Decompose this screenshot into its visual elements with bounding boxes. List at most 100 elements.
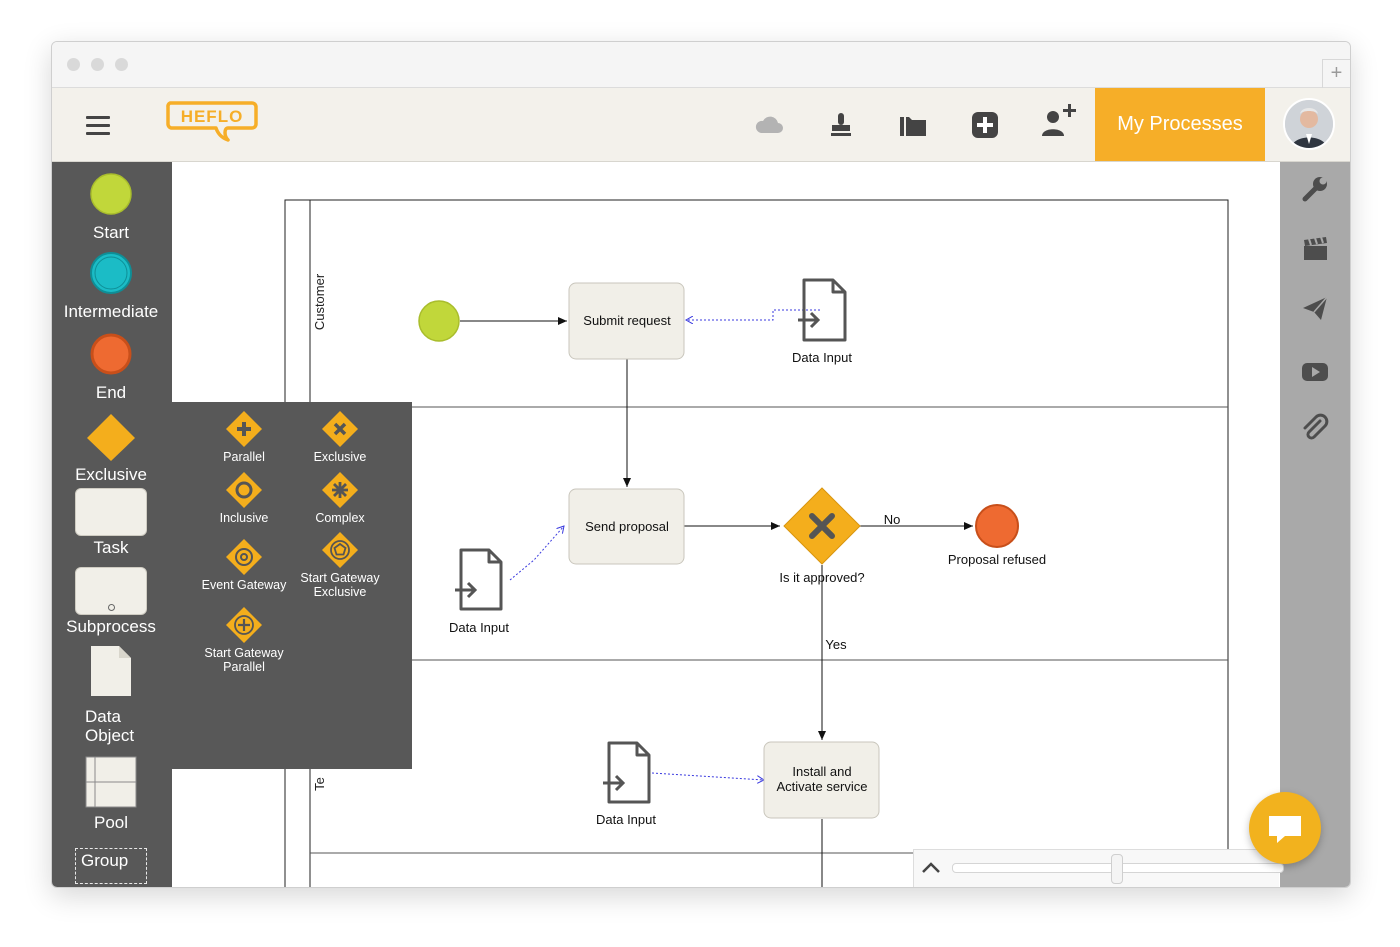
gateway-option-event[interactable]: Event Gateway xyxy=(194,538,294,592)
hamburger-menu-icon[interactable] xyxy=(86,116,110,136)
task-install-label-2: Activate service xyxy=(776,779,867,794)
gateway-option-start-parallel[interactable]: Start Gateway Parallel xyxy=(194,606,294,674)
data-input-object-1[interactable]: Data Input xyxy=(792,278,852,365)
my-processes-button[interactable]: My Processes xyxy=(1095,88,1265,161)
pool-shape-icon xyxy=(85,756,137,808)
zoom-slider-handle[interactable] xyxy=(1111,854,1123,884)
task-install-activate[interactable]: Install and Activate service xyxy=(763,741,880,819)
gateway-option-start-exclusive-label-2: Exclusive xyxy=(313,585,367,599)
gateway-option-complex[interactable]: Complex xyxy=(290,471,390,525)
end-event-label: Proposal refused xyxy=(948,552,1046,567)
palette-intermediate-label: Intermediate xyxy=(63,302,159,321)
svg-text:HEFLO: HEFLO xyxy=(181,107,244,126)
palette-subprocess[interactable]: Subprocess xyxy=(52,567,170,637)
exclusive-gateway-icon xyxy=(322,411,358,447)
zoom-control-bar xyxy=(913,849,1284,887)
gateway-option-parallel[interactable]: Parallel xyxy=(194,410,294,464)
gateway-option-inclusive-label: Inclusive xyxy=(219,511,269,525)
lane-label-partial: Te xyxy=(312,777,327,791)
palette-start[interactable]: Start xyxy=(52,172,170,243)
paper-plane-icon[interactable] xyxy=(1300,293,1330,323)
wrench-icon[interactable] xyxy=(1300,174,1330,204)
folder-icon[interactable] xyxy=(896,108,930,142)
subprocess-shape-icon xyxy=(75,567,147,615)
gateway-option-exclusive-label: Exclusive xyxy=(313,450,367,464)
palette-data-object-label-1: Data xyxy=(85,707,121,726)
pool[interactable] xyxy=(284,199,1229,887)
window-zoom-dot[interactable] xyxy=(115,58,128,71)
user-avatar[interactable] xyxy=(1283,98,1335,150)
association-data-to-install[interactable] xyxy=(651,772,764,780)
cloud-icon[interactable] xyxy=(752,108,786,142)
end-event-refused[interactable]: Proposal refused xyxy=(948,504,1046,567)
gateway-flyout-menu: Parallel Exclusive Inclusive Complex Eve… xyxy=(172,402,412,769)
task-send-proposal[interactable]: Send proposal xyxy=(568,488,685,565)
data-input-object-3[interactable]: Data Input xyxy=(596,741,656,827)
exclusive-gateway-approved[interactable]: Is it approved? xyxy=(779,487,865,585)
parallel-gateway-icon xyxy=(226,411,262,447)
lane-label-customer: Customer xyxy=(312,273,327,330)
gateway-diamond-icon xyxy=(87,414,135,461)
palette-end[interactable]: End xyxy=(52,332,170,403)
task-submit-request[interactable]: Submit request xyxy=(568,282,685,360)
task-send-label: Send proposal xyxy=(585,519,669,534)
palette-group[interactable]: Group xyxy=(52,848,170,884)
association-data-to-submit[interactable] xyxy=(686,309,820,320)
chevron-up-icon[interactable] xyxy=(920,859,942,875)
plus-square-icon[interactable] xyxy=(968,108,1002,142)
palette-pool-label: Pool xyxy=(93,813,129,832)
palette-exclusive-label: Exclusive xyxy=(75,465,147,484)
data-input-label-3: Data Input xyxy=(596,812,656,827)
gateway-option-event-label: Event Gateway xyxy=(201,578,287,592)
chat-bubble-icon xyxy=(1269,816,1301,843)
gateway-option-inclusive[interactable]: Inclusive xyxy=(194,471,294,525)
palette-intermediate[interactable]: Intermediate xyxy=(52,251,170,322)
palette-pool[interactable]: Pool xyxy=(52,756,170,833)
palette-subprocess-label: Subprocess xyxy=(66,617,156,636)
palette-data-object[interactable]: Data Object xyxy=(52,644,170,745)
intermediate-event-icon xyxy=(90,252,132,294)
event-gateway-icon xyxy=(226,539,262,575)
add-user-icon[interactable] xyxy=(1038,100,1078,140)
gateway-option-exclusive[interactable]: Exclusive xyxy=(290,410,390,464)
gateway-option-parallel-label: Parallel xyxy=(223,450,265,464)
start-event-icon xyxy=(90,173,132,215)
gateway-option-start-exclusive-label-1: Start Gateway xyxy=(300,571,380,585)
gateway-option-start-parallel-label-1: Start Gateway xyxy=(204,646,284,660)
palette-exclusive[interactable]: Exclusive xyxy=(52,412,170,485)
window-minimize-dot[interactable] xyxy=(91,58,104,71)
complex-gateway-icon xyxy=(322,472,358,508)
data-object-icon xyxy=(91,646,131,696)
right-tool-sidebar xyxy=(1280,162,1350,887)
heflo-logo[interactable]: HEFLO xyxy=(166,100,258,151)
gateway-option-complex-label: Complex xyxy=(315,511,365,525)
start-gateway-exclusive-icon xyxy=(322,532,358,568)
window-close-dot[interactable] xyxy=(67,58,80,71)
stamp-icon[interactable] xyxy=(824,108,858,142)
start-event[interactable] xyxy=(418,300,460,342)
task-submit-label: Submit request xyxy=(583,313,671,328)
palette-end-label: End xyxy=(95,383,127,402)
gateway-option-start-parallel-label-2: Parallel xyxy=(223,660,265,674)
inclusive-gateway-icon xyxy=(226,472,262,508)
palette-task[interactable]: Task xyxy=(52,488,170,558)
palette-group-label: Group xyxy=(75,848,147,884)
chat-button[interactable] xyxy=(1249,792,1321,864)
shape-palette: Start Intermediate End Exclusive Task Su… xyxy=(52,162,172,887)
association-data-to-send[interactable] xyxy=(509,526,564,581)
task-shape-icon xyxy=(75,488,147,536)
app-header: HEFLO My Processes xyxy=(52,88,1350,162)
start-gateway-parallel-icon xyxy=(226,607,262,643)
browser-titlebar: + xyxy=(52,42,1350,88)
paperclip-icon[interactable] xyxy=(1300,413,1330,443)
new-tab-button[interactable]: + xyxy=(1322,59,1350,88)
clapperboard-icon[interactable] xyxy=(1300,234,1330,264)
browser-window: + HEFLO xyxy=(51,41,1351,888)
palette-start-label: Start xyxy=(93,223,129,242)
task-install-label-1: Install and xyxy=(792,764,851,779)
data-input-label-1: Data Input xyxy=(792,350,852,365)
data-input-label-2: Data Input xyxy=(449,620,509,635)
youtube-icon[interactable] xyxy=(1300,357,1330,387)
gateway-option-start-exclusive[interactable]: Start Gateway Exclusive xyxy=(290,531,390,599)
data-input-object-2[interactable]: Data Input xyxy=(449,548,509,635)
